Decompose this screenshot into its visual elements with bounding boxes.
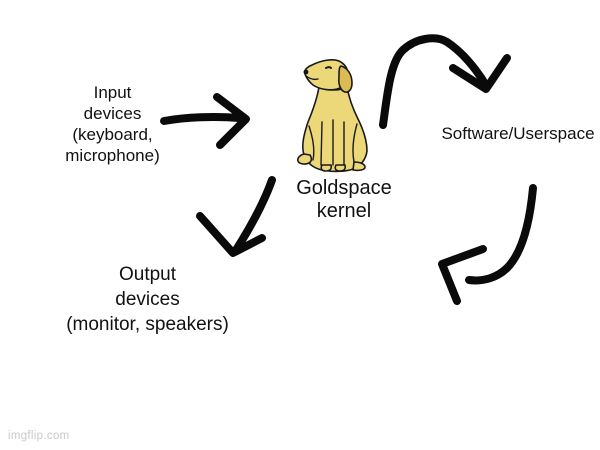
imgflip-watermark: imgflip.com [8,430,70,442]
dog-ear [338,65,353,93]
input-devices-label: Input devices (keyboard, microphone) [65,83,160,165]
dog-eye [325,66,332,69]
software-userspace-label: Software/Userspace [441,124,595,143]
arrow-input-to-kernel-icon [160,93,250,149]
output-devices-label: Output devices (monitor, speakers) [66,264,229,335]
goldspace-kernel-label: Goldspace kernel [296,177,392,222]
dog-right-rear-paw [352,161,366,172]
arrow-userspace-to-kernel-icon [438,184,537,305]
dog-icon [297,58,368,173]
dog-left-rear-paw [297,153,313,165]
arrow-kernel-to-userspace-icon [379,34,511,129]
dog-nose [303,69,309,75]
arrow-kernel-to-output-icon [196,176,276,257]
